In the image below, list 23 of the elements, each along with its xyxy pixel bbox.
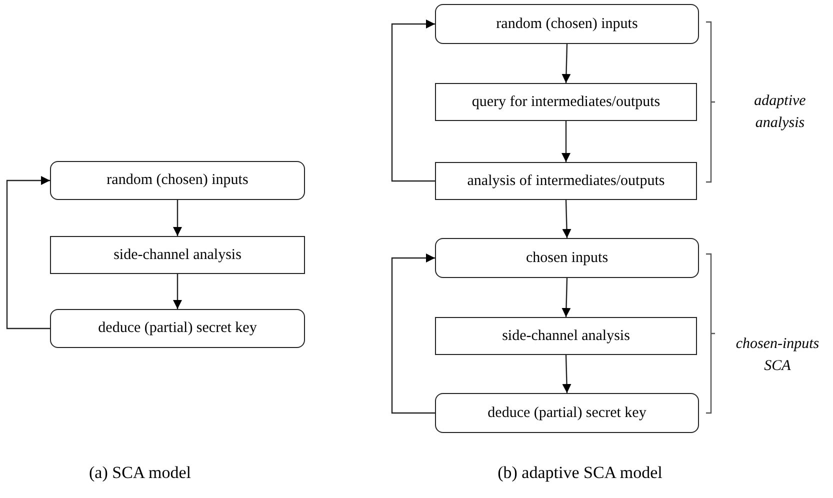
arrow bbox=[562, 278, 571, 318]
rounded-process-box: chosen inputs bbox=[435, 238, 699, 278]
rounded-process-box: deduce (partial) secret key bbox=[435, 393, 699, 433]
rounded-process-box: random (chosen) inputs bbox=[50, 161, 305, 200]
arrow bbox=[391, 20, 435, 182]
arrow bbox=[6, 176, 50, 330]
process-box: analysis of intermediates/outputs bbox=[435, 162, 697, 200]
arrow bbox=[562, 354, 572, 394]
subfigure-caption: (b) adaptive SCA model bbox=[496, 462, 664, 484]
subfigure-caption: (a) SCA model bbox=[88, 462, 192, 484]
arrow bbox=[562, 200, 572, 238]
arrow bbox=[173, 274, 182, 309]
process-box: side-channel analysis bbox=[50, 236, 305, 274]
bracket-label: chosen-inputs SCA bbox=[734, 335, 820, 376]
arrow bbox=[391, 254, 435, 414]
process-box: query for intermediates/outputs bbox=[435, 83, 697, 121]
rounded-process-box: deduce (partial) secret key bbox=[50, 309, 305, 348]
bracket-label: adaptive analysis bbox=[753, 92, 807, 133]
arrow bbox=[562, 121, 570, 162]
arrow bbox=[562, 44, 571, 84]
arrow bbox=[173, 200, 182, 236]
rounded-process-box: random (chosen) inputs bbox=[435, 4, 699, 44]
process-box: side-channel analysis bbox=[435, 317, 697, 355]
